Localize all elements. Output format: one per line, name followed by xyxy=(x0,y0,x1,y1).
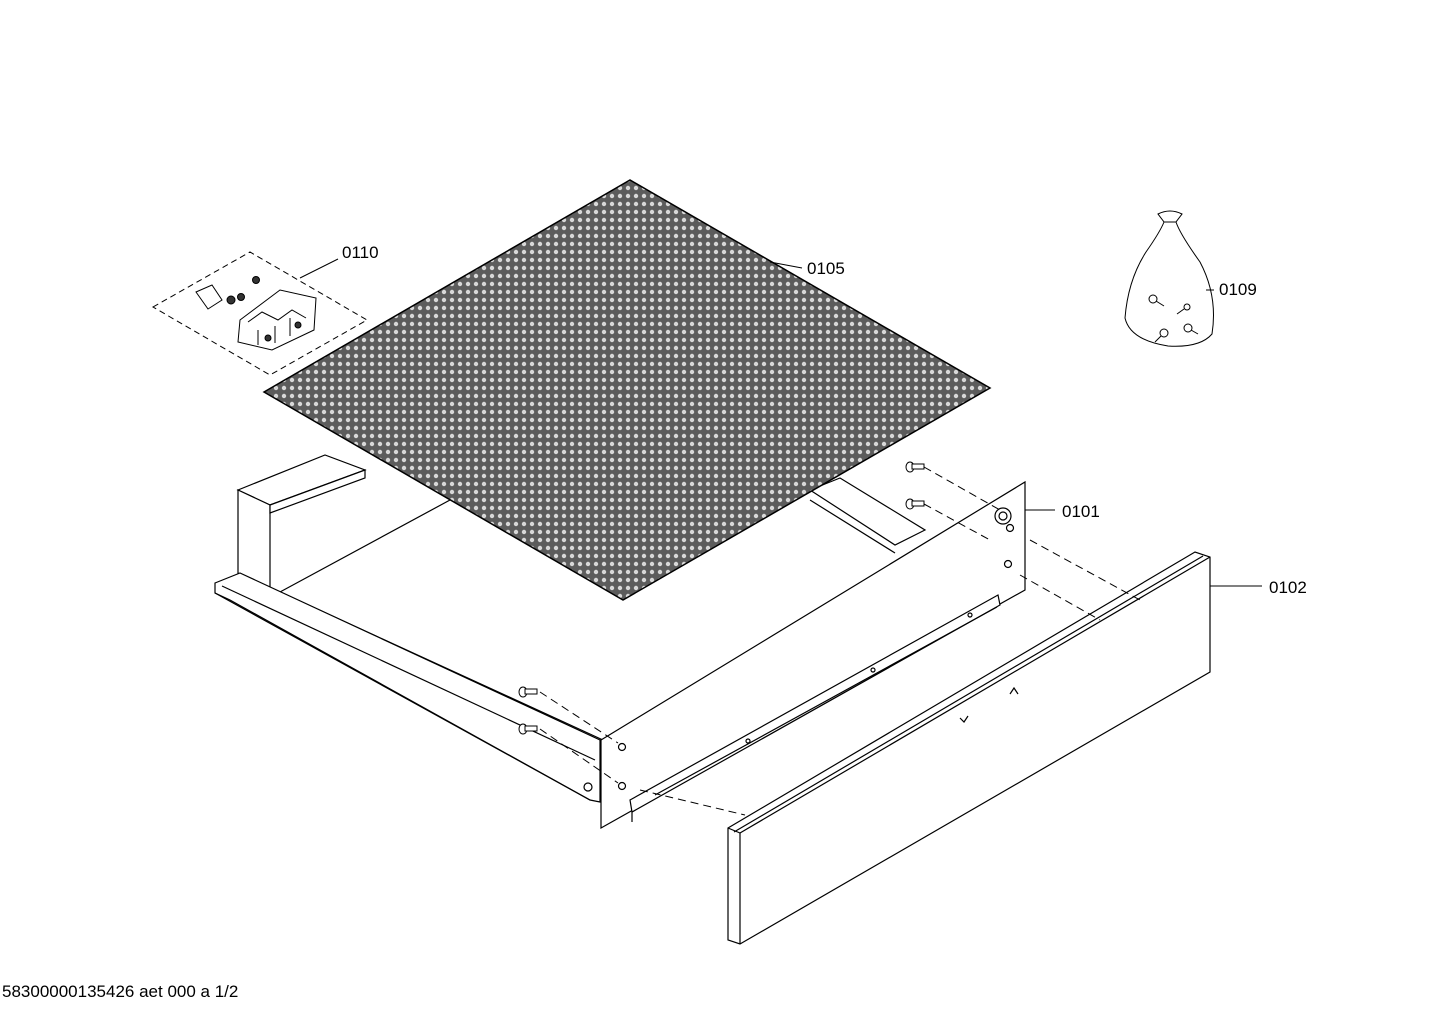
perforated-mat xyxy=(262,179,992,601)
part-label-0109: 0109 xyxy=(1219,280,1257,299)
document-id-footer: 58300000135426 aet 000 a 1/2 xyxy=(2,982,239,1001)
hinge-bracket-kit xyxy=(151,251,369,376)
assembly-lines xyxy=(539,466,1141,816)
drawer-front xyxy=(727,551,1211,945)
drawer-box xyxy=(214,454,927,803)
screw-top-1 xyxy=(905,461,925,473)
bag-screw-3 xyxy=(1154,328,1169,343)
screw-left-2 xyxy=(518,723,538,735)
bag-screw-4 xyxy=(1183,323,1199,335)
part-label-0102: 0102 xyxy=(1269,578,1307,597)
screws xyxy=(518,461,925,735)
part-label-0110: 0110 xyxy=(342,243,379,262)
leader-lines xyxy=(299,258,1262,587)
bag-screw-1 xyxy=(1148,294,1165,307)
screw-left-1 xyxy=(518,686,538,698)
part-label-0101: 0101 xyxy=(1062,502,1100,521)
part-label-0105: 0105 xyxy=(807,259,845,278)
screw-top-2 xyxy=(905,498,925,510)
front-panel xyxy=(600,480,1026,830)
bag-screw-2 xyxy=(1176,303,1191,315)
screw-bag xyxy=(1124,210,1214,347)
